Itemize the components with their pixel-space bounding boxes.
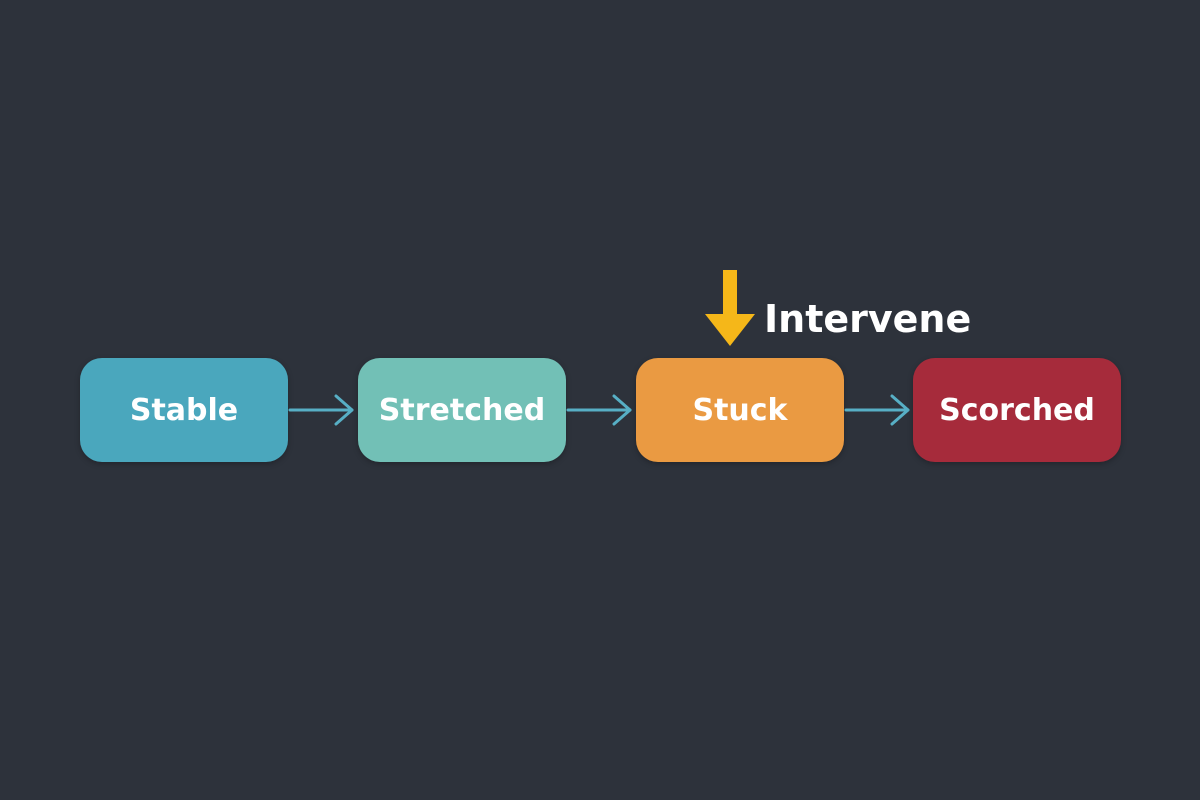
right-arrow-icon	[844, 394, 910, 426]
stage-stuck: Stuck	[636, 358, 844, 462]
stage-scorched: Scorched	[913, 358, 1121, 462]
intervene-label: Intervene	[764, 297, 972, 341]
stage-stretched: Stretched	[358, 358, 566, 462]
right-arrow-icon	[288, 394, 354, 426]
stage-label-stable: Stable	[129, 392, 239, 428]
stage-stable: Stable	[80, 358, 288, 462]
down-arrow-icon	[705, 270, 755, 346]
stage-label-stuck: Stuck	[692, 392, 788, 428]
stage-label-stretched: Stretched	[378, 392, 546, 428]
right-arrow-icon	[566, 394, 632, 426]
stage-label-scorched: Scorched	[939, 392, 1095, 428]
